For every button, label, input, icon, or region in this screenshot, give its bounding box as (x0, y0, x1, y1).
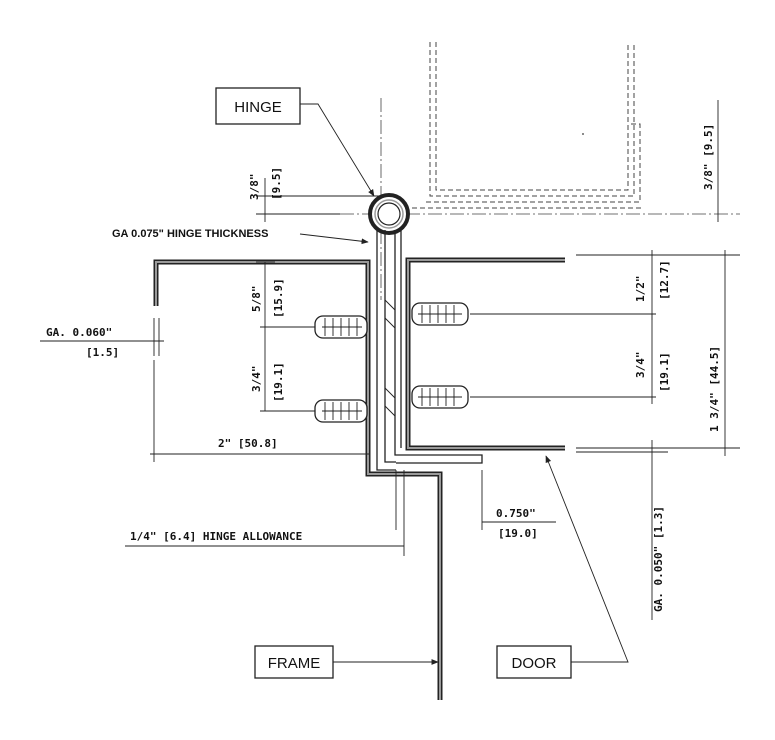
dim-width-2: 2" [50.8] (150, 360, 370, 462)
svg-text:5/8": 5/8" (250, 286, 263, 313)
svg-text:[19.0]: [19.0] (498, 527, 538, 540)
hinge-knuckle (368, 193, 410, 235)
frame-label: FRAME (268, 655, 321, 672)
door-profile (405, 257, 565, 451)
svg-text:[15.9]: [15.9] (272, 278, 285, 318)
dim-top-right-3-8: 3/8" [9.5] (702, 100, 719, 222)
svg-text:3/4": 3/4" (634, 352, 647, 379)
frame-profile (153, 259, 443, 700)
door-phantom-outline (380, 42, 644, 209)
screw-lower-right (411, 385, 469, 409)
hinge-callout: HINGE (215, 87, 375, 197)
dim-right-1-2: 1/2" [12.7] (576, 250, 671, 320)
svg-text:GA. 0.060": GA. 0.060" (46, 326, 112, 339)
svg-text:2" [50.8]: 2" [50.8] (218, 437, 278, 450)
stray-mark (582, 133, 584, 135)
frame-callout: FRAME (254, 645, 439, 679)
hinge-label: HINGE (234, 99, 282, 116)
hinge-thickness-label: GA 0.075" HINGE THICKNESS (112, 228, 268, 240)
screw-upper-right (411, 302, 469, 326)
svg-text:[9.5]: [9.5] (270, 167, 283, 200)
svg-text:[12.7]: [12.7] (658, 260, 671, 300)
dim-ga-050: GA. 0.050" [1.3] (651, 440, 665, 620)
svg-text:GA. 0.050" [1.3]: GA. 0.050" [1.3] (652, 506, 665, 612)
svg-text:[1.5]: [1.5] (86, 346, 119, 359)
dim-left-3-4: 3/4" [19.1] (250, 327, 285, 411)
dim-ga-060: GA. 0.060" [1.5] (40, 318, 164, 359)
dim-top-left-3-8: 3/8" [9.5] (248, 167, 380, 222)
hinge-thickness-callout: GA 0.075" HINGE THICKNESS (112, 228, 369, 245)
svg-text:3/8" [9.5]: 3/8" [9.5] (702, 124, 715, 190)
screw-lower-left (314, 399, 368, 423)
dim-offset-0750: 0.750" [19.0] (481, 470, 556, 540)
door-callout: DOOR (496, 455, 629, 679)
hinge-leaf (376, 230, 483, 471)
dim-right-3-4: 3/4" [19.1] (634, 314, 671, 404)
dim-right-total: 1 3/4" [44.5] (576, 250, 740, 456)
dim-hinge-allowance: 1/4" [6.4] HINGE ALLOWANCE (125, 470, 405, 556)
dim-left-5-8: 5/8" [15.9] (250, 261, 285, 327)
svg-text:0.750": 0.750" (496, 507, 536, 520)
svg-text:1/2": 1/2" (634, 276, 647, 303)
svg-text:3/8": 3/8" (248, 174, 261, 201)
svg-text:1/4" [6.4] HINGE ALLOWANCE: 1/4" [6.4] HINGE ALLOWANCE (130, 530, 302, 543)
svg-text:[19.1]: [19.1] (658, 352, 671, 392)
svg-text:1 3/4" [44.5]: 1 3/4" [44.5] (708, 346, 721, 432)
door-label: DOOR (512, 655, 557, 672)
svg-text:3/4": 3/4" (250, 366, 263, 393)
screw-upper-left (314, 315, 368, 339)
svg-text:[19.1]: [19.1] (272, 362, 285, 402)
